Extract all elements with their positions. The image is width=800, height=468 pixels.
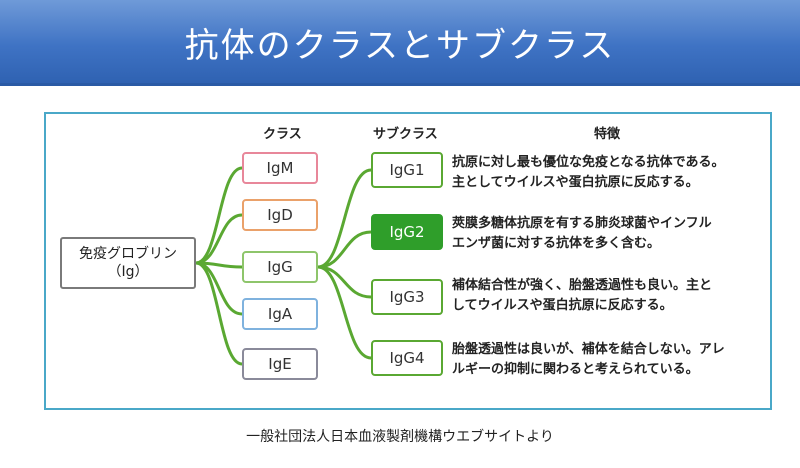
- feature-line: してウイルスや蛋白抗原に反応する。: [452, 298, 673, 313]
- feature-text-igg4: 胎盤透過性は良いが、補体を結合しない。アレ ルギーの抑制に関わると考えられている…: [452, 340, 770, 380]
- feature-line: 抗原に対し最も優位な免疫となる抗体である。: [452, 155, 725, 170]
- class-box-igg: IgG: [242, 251, 318, 283]
- feature-line: 胎盤透過性は良いが、補体を結合しない。アレ: [452, 342, 725, 357]
- source-credit: 一般社団法人日本血液製剤機構ウエブサイトより: [246, 429, 554, 445]
- subclass-box-igg4: IgG4: [371, 340, 443, 376]
- header-subclass: サブクラス: [373, 127, 438, 142]
- subclass-label: IgG2: [389, 223, 425, 241]
- class-box-iga: IgA: [242, 298, 318, 330]
- feature-line: 補体結合性が強く、胎盤透過性も良い。主と: [452, 278, 713, 293]
- feature-text-igg3: 補体結合性が強く、胎盤透過性も良い。主と してウイルスや蛋白抗原に反応する。: [452, 276, 770, 316]
- class-box-igm: IgM: [242, 152, 318, 184]
- connector-igg-to-subclass: [316, 230, 373, 269]
- header-class: クラス: [263, 127, 302, 142]
- connector-root-to-class: [194, 166, 244, 265]
- class-label: IgM: [266, 159, 294, 177]
- subclass-box-igg3: IgG3: [371, 279, 443, 315]
- title-banner: 抗体のクラスとサブクラス: [0, 0, 800, 86]
- subclass-box-igg2: IgG2: [371, 214, 443, 250]
- root-immunoglobulin-box: 免疫グロブリン （Ig）: [60, 237, 196, 289]
- feature-text-igg2: 莢膜多糖体抗原を有する肺炎球菌やインフル エンザ菌に対する抗体を多く含む。: [452, 214, 770, 254]
- subclass-label: IgG1: [389, 161, 425, 179]
- class-label: IgA: [267, 305, 293, 323]
- header-feature: 特徴: [594, 127, 621, 142]
- feature-line: 莢膜多糖体抗原を有する肺炎球菌やインフル: [452, 216, 712, 231]
- feature-line: 主としてウイルスや蛋白抗原に反応する。: [452, 175, 699, 190]
- root-label-line1: 免疫グロブリン: [79, 246, 177, 262]
- page-title: 抗体のクラスとサブクラス: [184, 26, 616, 66]
- connector-root-to-class: [194, 213, 244, 265]
- class-box-igd: IgD: [242, 199, 318, 231]
- connector-root-to-class: [194, 261, 244, 316]
- feature-text-igg1: 抗原に対し最も優位な免疫となる抗体である。 主としてウイルスや蛋白抗原に反応する…: [452, 153, 770, 193]
- root-label-line2: （Ig）: [107, 264, 149, 280]
- subclass-label: IgG4: [389, 349, 425, 367]
- class-box-ige: IgE: [242, 348, 318, 380]
- feature-line: エンザ菌に対する抗体を多く含む。: [452, 236, 661, 251]
- connector-igg-to-subclass: [316, 168, 373, 269]
- connector-igg-to-subclass: [316, 265, 373, 360]
- class-label: IgG: [267, 258, 293, 276]
- subclass-label: IgG3: [389, 288, 425, 306]
- subclass-box-igg1: IgG1: [371, 152, 443, 188]
- class-label: IgE: [268, 355, 292, 373]
- feature-line: ルギーの抑制に関わると考えられている。: [452, 362, 699, 377]
- class-label: IgD: [267, 206, 293, 224]
- connector-root-to-class: [194, 261, 244, 366]
